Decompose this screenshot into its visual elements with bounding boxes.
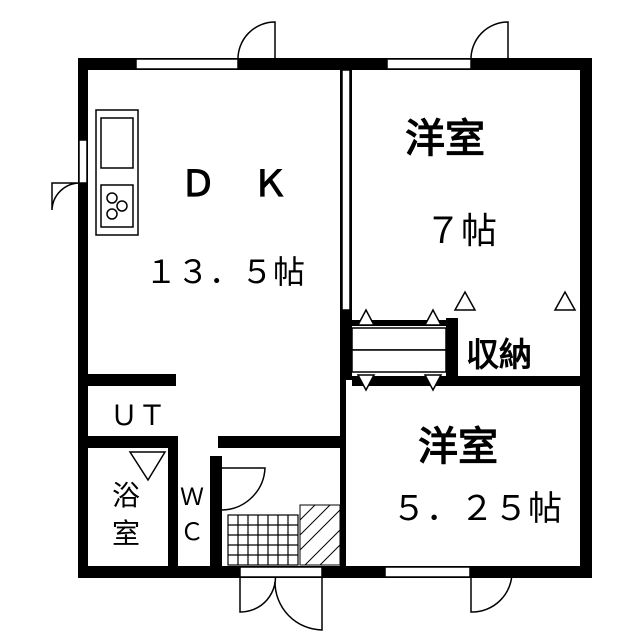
wc-door-swing[interactable] — [221, 467, 266, 511]
entrance-door-swing[interactable] — [239, 570, 323, 631]
sink-icon — [100, 117, 134, 169]
door-swing-top-left[interactable] — [237, 21, 276, 61]
window-top-bedroom — [386, 58, 472, 70]
ut-label: ＵＴ — [110, 399, 166, 432]
dk-label: Ｄ Ｋ — [180, 164, 288, 205]
sliding-partition[interactable] — [341, 69, 351, 311]
door-swing-bottom-right[interactable] — [470, 570, 513, 613]
bedroom2-size-label: ５．２５帖 — [392, 489, 562, 529]
window-bottom-bedroom — [384, 566, 471, 578]
bath-label-top: 浴 — [112, 479, 140, 512]
bedroom1-size-label: ７帖 — [425, 211, 497, 252]
door-swing-top-right[interactable] — [470, 21, 509, 61]
bedroom1-label: 洋室 — [405, 116, 485, 162]
wc-label-bottom: Ｃ — [180, 518, 204, 546]
storage-label: 収納 — [466, 335, 532, 374]
entrance-floor-grid — [227, 514, 299, 566]
wc-label-top: Ｗ — [180, 483, 204, 511]
bath-door-swing[interactable] — [128, 451, 167, 482]
shoe-cabinet — [299, 504, 341, 566]
window-left — [78, 139, 88, 184]
kitchen-counter — [95, 109, 139, 236]
closet-doors[interactable] — [351, 290, 577, 392]
entrance-opening — [239, 566, 323, 578]
bath-label-bottom: 室 — [112, 517, 140, 550]
window-top-dk — [135, 58, 239, 70]
door-swing-left[interactable] — [51, 182, 81, 211]
dk-size-label: １３．５帖 — [145, 253, 305, 291]
bedroom2-label: 洋室 — [418, 424, 498, 470]
